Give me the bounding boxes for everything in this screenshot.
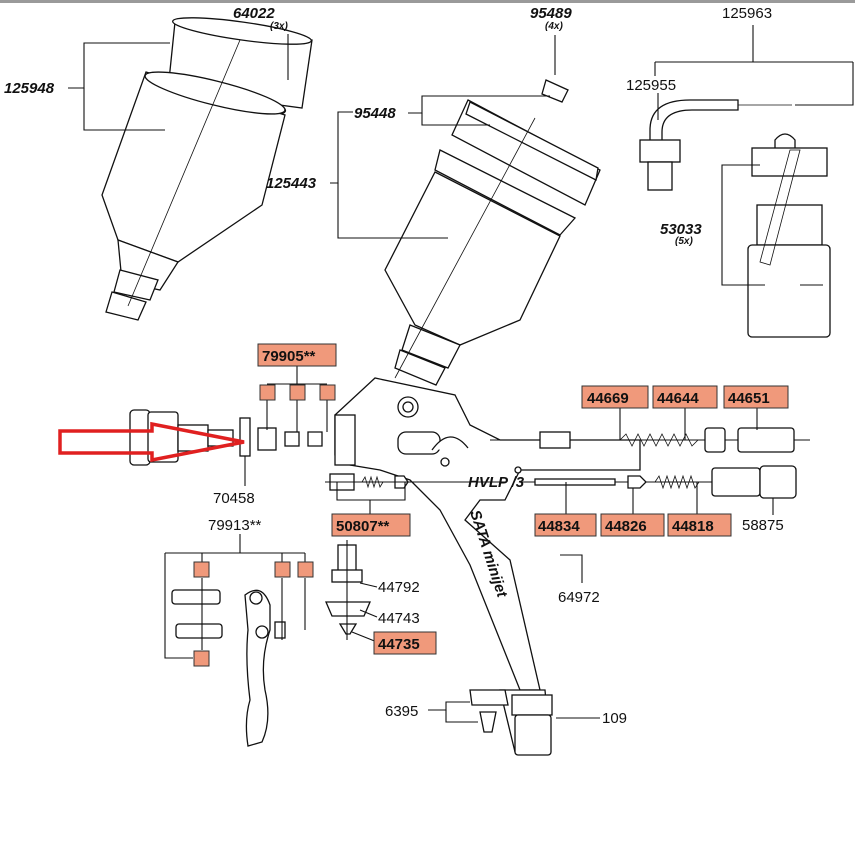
kit-125963-drawing (639, 99, 831, 338)
part-qty-label: (3x) (270, 21, 288, 32)
red-arrow-annotation (58, 421, 245, 463)
cup-125948-drawing (101, 17, 313, 321)
part-label: 50807** (336, 518, 390, 535)
part-label: 125948 (4, 80, 55, 97)
part-label: 44792 (378, 579, 420, 596)
part-label: 44743 (378, 610, 420, 627)
air-inlet-drawing (511, 694, 553, 756)
part-label: 44818 (672, 518, 714, 535)
highlighted-part-44644: 44644 (652, 385, 718, 409)
part-label: 44834 (538, 518, 580, 535)
highlighted-part-44669: 44669 (581, 385, 649, 409)
highlighted-part-44651: 44651 (723, 385, 789, 409)
highlighted-part-44818: 44818 (667, 513, 732, 537)
part-label: 44669 (587, 390, 629, 407)
air-valve-drawing (325, 473, 505, 491)
part-label: 53033 (660, 221, 702, 238)
gun-model-text: HVLP /3 (468, 474, 525, 491)
part-label: 125955 (626, 77, 676, 94)
part-qty-label: (4x) (545, 21, 563, 32)
part-label: 44651 (728, 390, 770, 407)
trigger-drawing (171, 589, 286, 747)
needle-assembly-drawing (490, 427, 810, 453)
part-label: 58875 (742, 517, 784, 534)
part-label: 125963 (722, 5, 772, 22)
highlighted-part-44735: 44735 (373, 631, 437, 655)
part-label: 79905** (262, 348, 316, 365)
highlighted-part-79905: 79905** (257, 343, 337, 367)
part-label: 44826 (605, 518, 647, 535)
part-qty-label: (5x) (675, 236, 693, 247)
part-label: 95448 (354, 105, 396, 122)
top-border (0, 0, 855, 3)
leader-lines (68, 25, 854, 723)
highlighted-part-44826: 44826 (600, 513, 665, 537)
orange-tags (193, 384, 336, 667)
part-label: 125443 (266, 175, 317, 192)
part-label: 95489 (530, 5, 572, 22)
fluid-needle-drawing (520, 465, 797, 499)
part-label: 79913** (208, 517, 262, 534)
part-label: 6395 (385, 703, 418, 720)
part-label: 44644 (657, 390, 699, 407)
highlighted-part-44834: 44834 (534, 513, 597, 537)
part-label: 64972 (558, 589, 600, 606)
highlighted-part-50807: 50807** (331, 513, 411, 537)
part-label: 64022 (233, 5, 275, 22)
part-label: 70458 (213, 490, 255, 507)
part-label: 109 (602, 710, 627, 727)
part-label: 44735 (378, 636, 420, 653)
regulator-parts-drawing (325, 540, 371, 640)
cup-125443-drawing (384, 79, 601, 386)
